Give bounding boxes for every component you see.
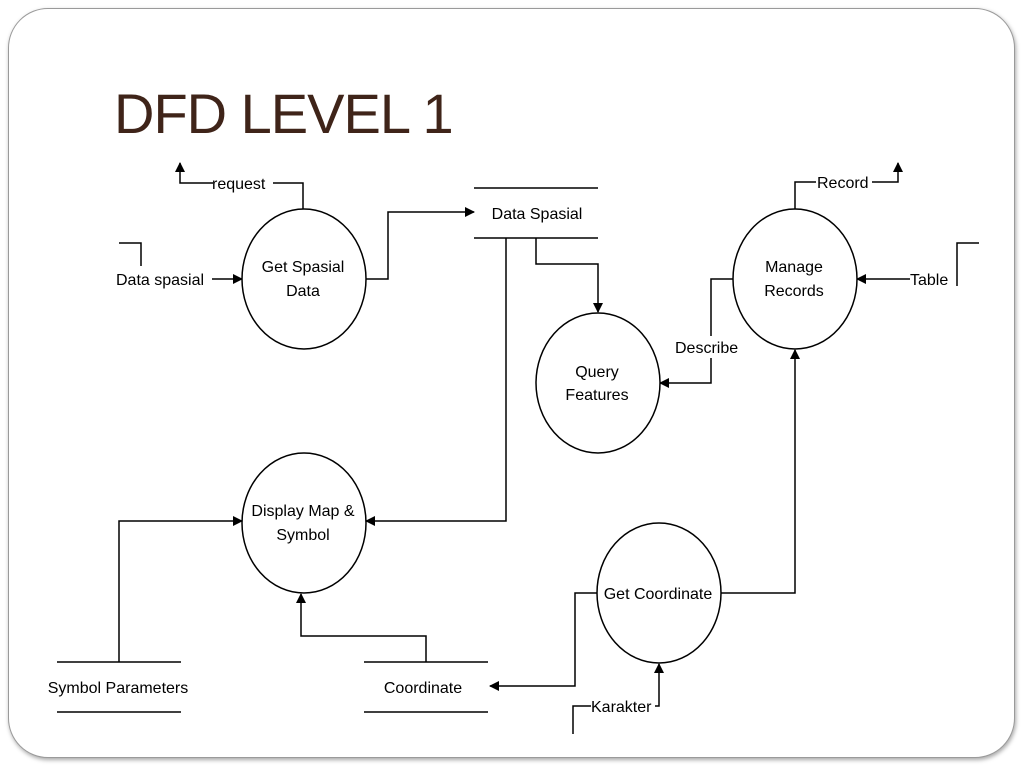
process-label-line-2: Symbol	[276, 527, 329, 544]
flow-to-coordinate-store	[489, 592, 598, 691]
flow-describe	[660, 278, 733, 383]
store-label-data-spasial: Data Spasial	[492, 206, 583, 223]
store-coordinate: Coordinate	[364, 661, 488, 713]
flow-label-describe: Describe	[675, 340, 738, 357]
flow-store-to-query	[535, 238, 603, 313]
process-query-features: Query Features	[535, 312, 661, 454]
flow-label-data-spasial: Data spasial	[116, 272, 204, 289]
process-get-spasial-data: Get Spasial Data	[241, 208, 367, 350]
flow-label-karakter: Karakter	[591, 699, 652, 716]
flow-label-table: Table	[910, 272, 948, 289]
process-label-line-2: Data	[286, 283, 320, 300]
flow-label-request: request	[212, 176, 266, 193]
flow-store-to-display	[365, 238, 507, 526]
flow-karakter	[572, 664, 659, 734]
flow-request	[180, 163, 304, 212]
flow-record	[794, 163, 898, 209]
process-label-line-1: Manage	[765, 259, 823, 276]
flow-to-data-spasial-store	[366, 207, 475, 280]
store-label-symbol-parameters: Symbol Parameters	[48, 680, 189, 697]
flow-coordinate-to-manage	[720, 349, 800, 594]
flow-coordinate-to-display	[296, 593, 427, 662]
store-symbol-parameters: Symbol Parameters	[48, 661, 189, 713]
process-manage-records: Manage Records	[732, 208, 858, 350]
process-get-coordinate: Get Coordinate	[596, 522, 722, 664]
process-display-map-symbol: Display Map & Symbol	[241, 452, 367, 594]
flow-label-record: Record	[817, 175, 869, 192]
external-table-bracket	[956, 242, 979, 286]
store-label-coordinate: Coordinate	[384, 680, 462, 697]
flow-symbol-params	[118, 516, 243, 662]
process-label-line-2: Records	[764, 283, 824, 300]
process-label-line-1: Get Spasial	[262, 259, 345, 276]
store-data-spasial: Data Spasial	[474, 187, 598, 239]
process-label-line-1: Get Coordinate	[604, 586, 713, 603]
process-label-line-2: Features	[565, 387, 628, 404]
process-label-line-1: Display Map &	[251, 503, 354, 520]
slide-title: DFD LEVEL 1	[114, 82, 454, 145]
slide-frame	[8, 8, 1015, 758]
process-label-line-1: Query	[575, 364, 619, 381]
external-source-bracket	[119, 242, 142, 266]
